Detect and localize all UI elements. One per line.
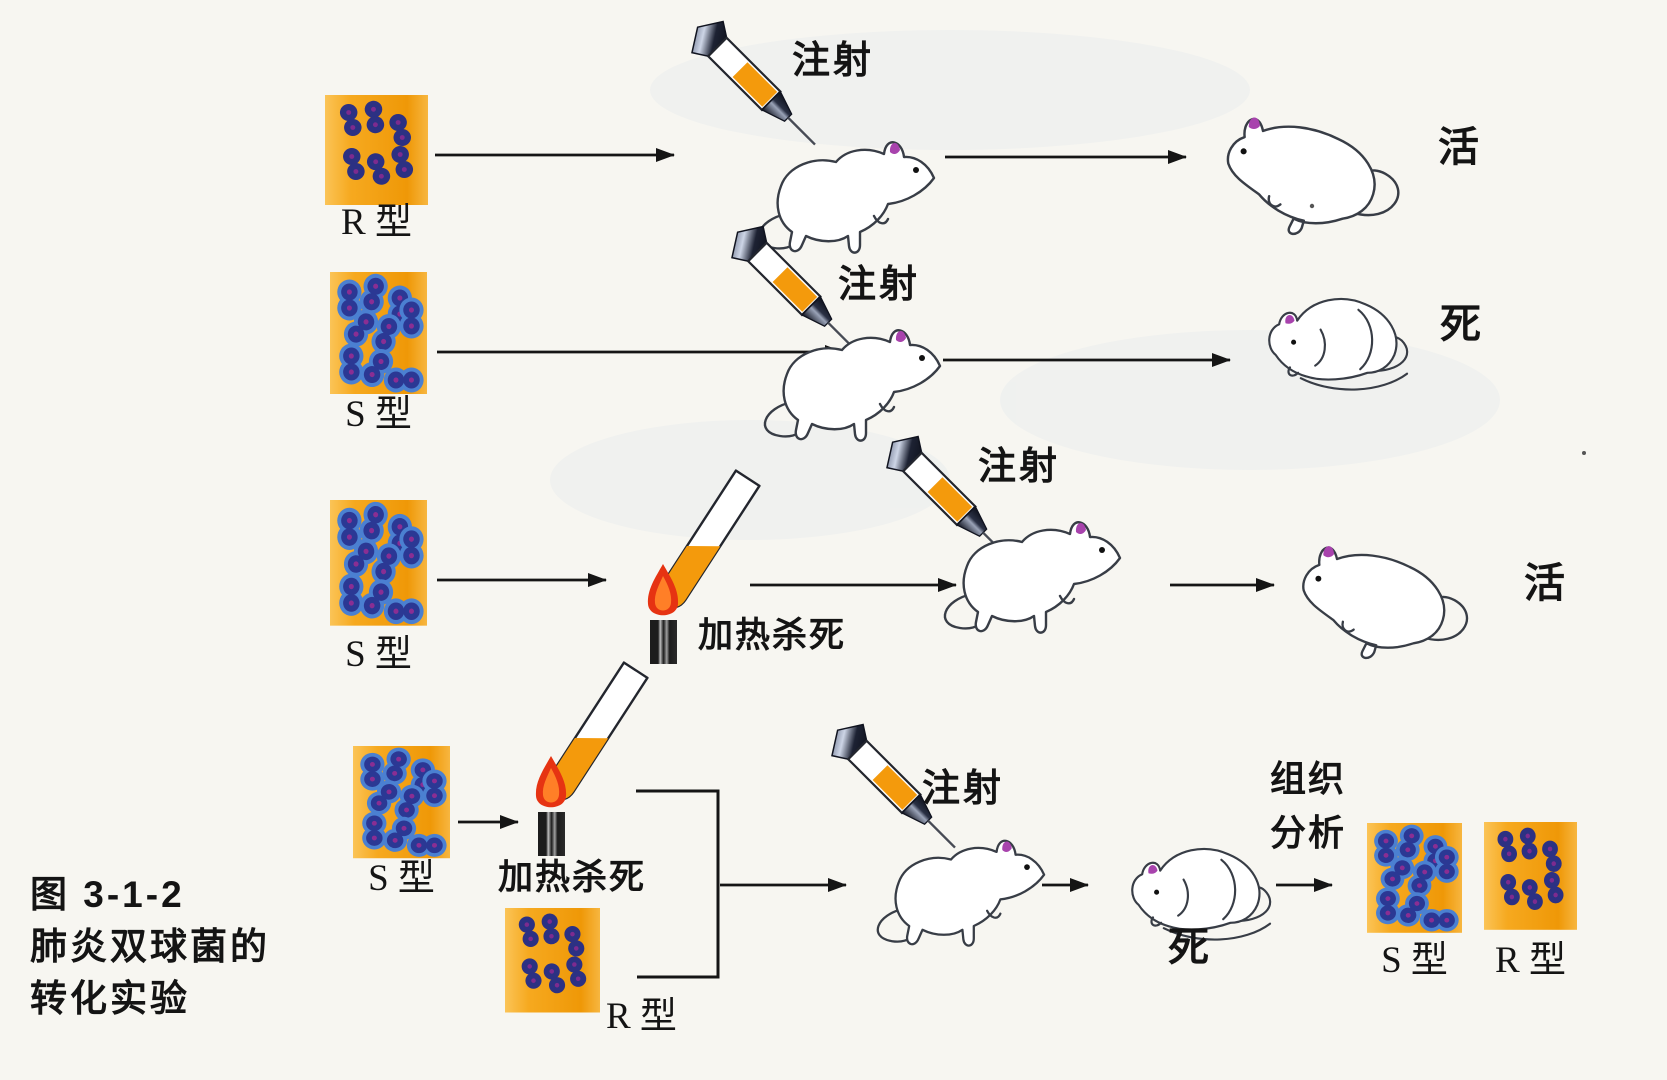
label-result-alive: 活 (1524, 560, 1565, 606)
label-heat-kill: 加热杀死 (698, 616, 847, 655)
culture-square-s-type-result (1367, 822, 1462, 933)
label-source-s-type: S 型 (368, 858, 435, 899)
mouse-injected (876, 839, 1046, 947)
figure-caption-line2: 肺炎双球菌的 (30, 926, 270, 967)
mouse-alive (1302, 544, 1469, 660)
label-source-s-type: S 型 (345, 394, 412, 435)
culture-square-r-type-result (1484, 822, 1577, 930)
label-inject: 注射 (792, 40, 875, 82)
heat-kill-flame-and-tube (534, 661, 649, 858)
label-inject: 注射 (838, 264, 921, 306)
mouse-injected (757, 141, 936, 254)
label-inject: 注射 (978, 446, 1061, 488)
label-found-s-type: S 型 (1381, 940, 1448, 981)
combine-bracket (636, 789, 720, 979)
figure-caption-line1: 图 3-1-2 (30, 874, 185, 915)
mouse-alive (1226, 116, 1400, 236)
figure-caption-line3: 转化实验 (30, 978, 190, 1019)
label-result-dead: 死 (1440, 301, 1481, 347)
label-heat-kill: 加热杀死 (498, 858, 647, 897)
label-tissue-analysis-line1: 组织 (1270, 758, 1347, 799)
label-result-alive: 活 (1438, 124, 1479, 170)
label-result-dead: 死 (1168, 924, 1209, 970)
label-source-r-type: R 型 (341, 202, 412, 243)
label-found-r-type: R 型 (1495, 940, 1566, 981)
label-inject: 注射 (922, 768, 1005, 810)
culture-square-r-type (325, 95, 428, 205)
label-source-s-type: S 型 (345, 634, 412, 675)
mouse-injected (943, 521, 1122, 634)
print-speck (1309, 203, 1586, 455)
culture-square-s-type (353, 745, 450, 858)
label-tissue-analysis-line2: 分析 (1270, 812, 1347, 853)
label-mixed-r-type: R 型 (606, 996, 677, 1037)
culture-square-s-type (330, 271, 427, 394)
culture-square-r-type (505, 908, 600, 1013)
culture-square-s-type (330, 499, 427, 626)
